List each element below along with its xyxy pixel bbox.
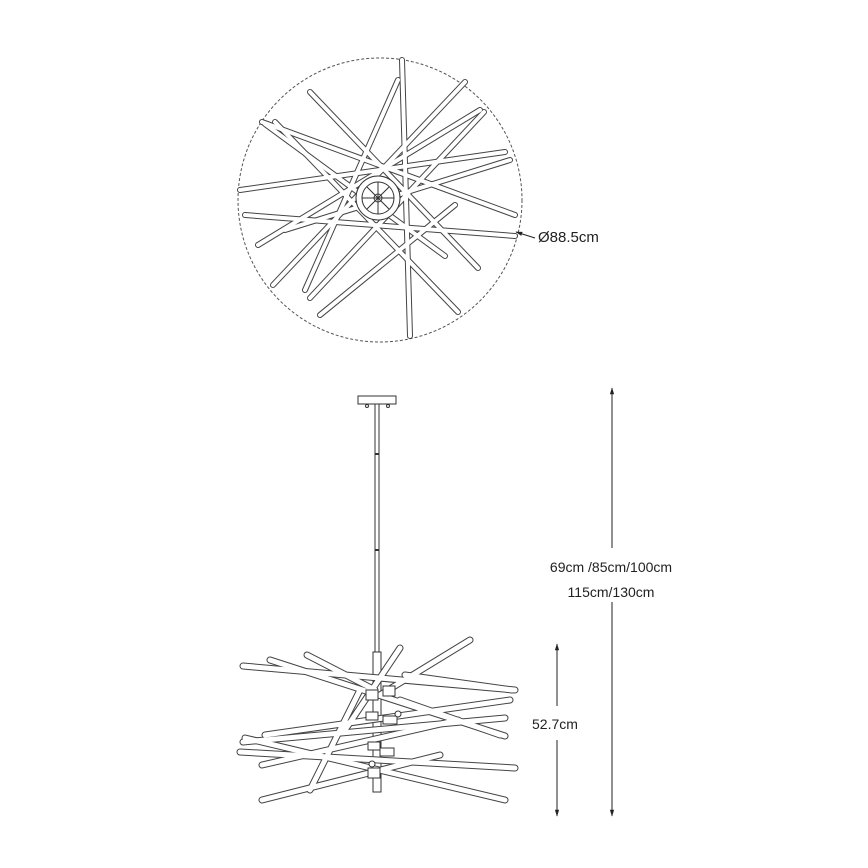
tube-connectors (365, 685, 402, 779)
ceiling-canopy (357, 395, 397, 405)
diameter-label: Ø88.5cm (538, 229, 599, 246)
body-height-label: 52.7cm (532, 716, 578, 732)
diameter-circle (237, 57, 523, 343)
side-view-tubes-inner (237, 637, 518, 803)
side-view (236, 395, 519, 804)
height-dimensions (554, 387, 615, 817)
suspension-rod (374, 403, 380, 653)
top-view (237, 57, 536, 343)
total-height-label-line1: 69cm /85cm/100cm (549, 559, 673, 575)
total-height-label-line2: 115cm/130cm (567, 584, 655, 600)
center-hub (355, 175, 401, 221)
diameter-leader (515, 231, 536, 239)
